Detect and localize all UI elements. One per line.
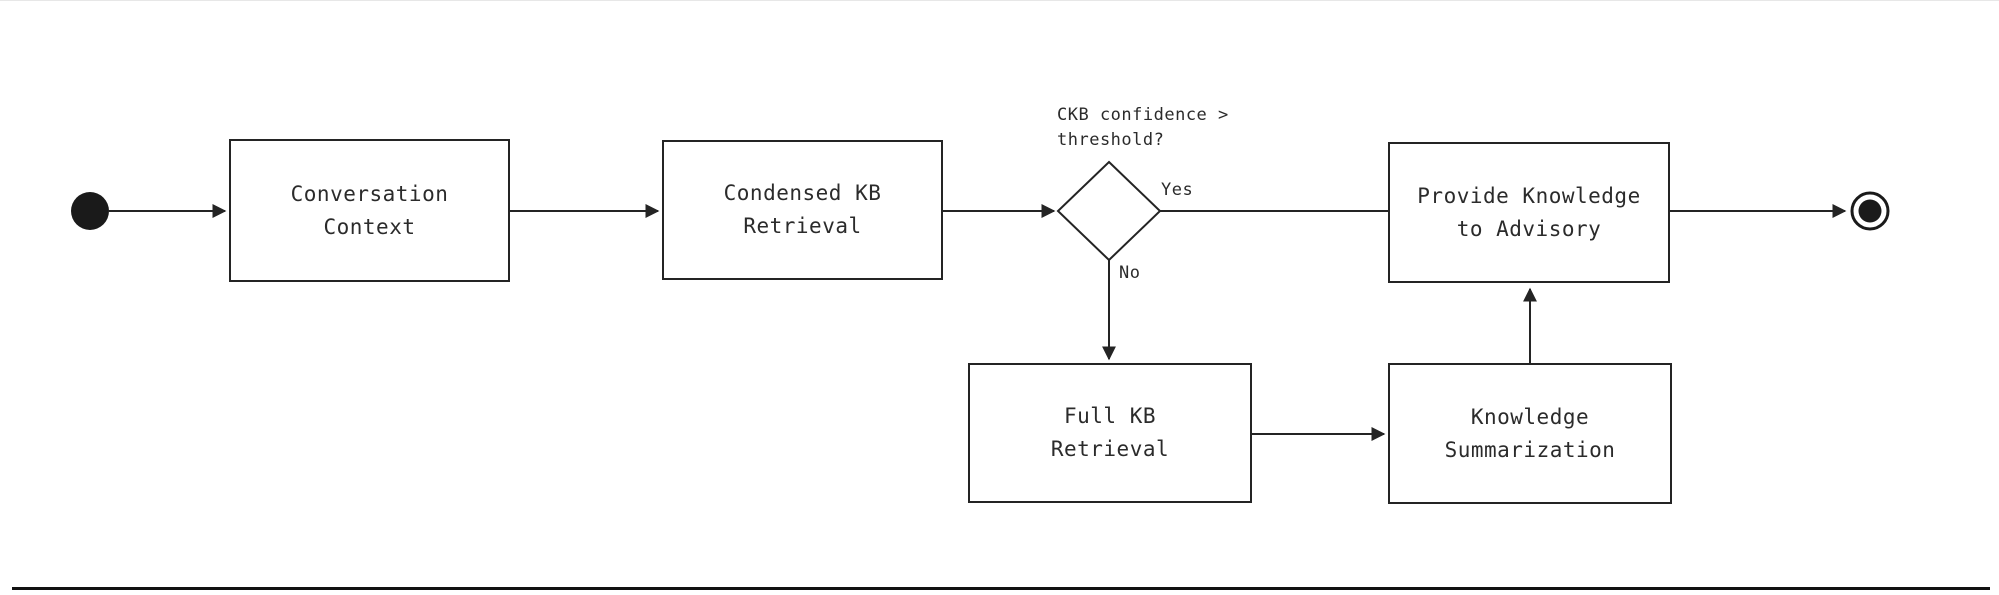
bottom-divider (12, 587, 1990, 590)
node-label-line: Provide Knowledge (1417, 183, 1641, 208)
node-label-line: Summarization (1444, 437, 1616, 462)
node-knowledge-summarization: Knowledge Summarization (1388, 363, 1672, 504)
node-label-line: Retrieval (1050, 437, 1170, 461)
node-condensed-kb-retrieval: Condensed KB Retrieval (662, 140, 943, 280)
top-divider (0, 0, 1999, 1)
node-label-line: Retrieval (743, 214, 862, 238)
decision-condition-line: threshold? (1057, 130, 1165, 150)
node-label-line: Full KB (1063, 404, 1156, 428)
start-node (71, 192, 109, 230)
node-label-line: Condensed KB (723, 181, 882, 205)
decision-diamond (1056, 160, 1162, 262)
decision-condition-label: CKB confidence > threshold? (1057, 103, 1229, 153)
node-provide-knowledge-to-advisory: Provide Knowledge to Advisory (1388, 142, 1670, 283)
edge-label-yes: Yes (1161, 180, 1194, 200)
node-conversation-context: Conversation Context (229, 139, 510, 282)
edge-label-no: No (1119, 263, 1141, 283)
end-node-inner-dot (1858, 199, 1882, 223)
node-label-line: Conversation (290, 181, 449, 206)
node-label-line: Knowledge (1470, 404, 1590, 429)
node-full-kb-retrieval: Full KB Retrieval (968, 363, 1252, 503)
decision-condition-line: CKB confidence > (1057, 105, 1229, 125)
node-label-line: Context (323, 214, 416, 239)
node-label-line: to Advisory (1456, 216, 1602, 241)
